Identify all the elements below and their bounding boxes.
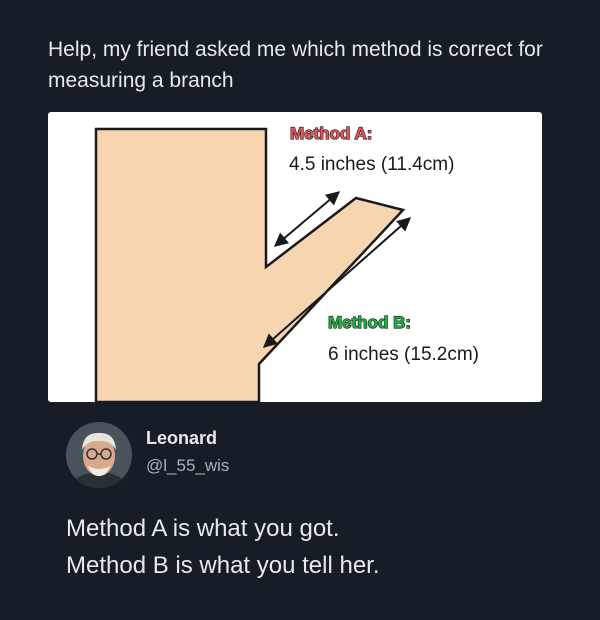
user-name[interactable]: Leonard — [146, 428, 218, 448]
reply-line: Method A is what you got. — [66, 515, 340, 542]
method-b-arrow — [262, 217, 412, 348]
branch-diagram: Method A: 4.5 inches (11.4cm) Method B: … — [94, 123, 479, 402]
tree-trunk-shape — [94, 127, 406, 402]
reply-header: Leonard @l_55_wis — [66, 420, 546, 500]
method-a-measure: 4.5 inches (11.4cm) — [289, 154, 454, 175]
post-text: Help, my friend asked me which method is… — [48, 38, 543, 92]
reply-text: Method A is what you got. Method B is wh… — [66, 510, 566, 584]
user-handle[interactable]: @l_55_wis — [146, 456, 230, 475]
method-b-measure: 6 inches (15.2cm) — [328, 344, 479, 365]
method-b-title: Method B: — [328, 313, 411, 332]
avatar[interactable] — [66, 422, 132, 488]
method-a-title: Method A: — [290, 124, 372, 143]
post-image[interactable]: Method A: 4.5 inches (11.4cm) Method B: … — [48, 112, 542, 402]
reply-line: Method B is what you tell her. — [66, 552, 380, 579]
user-portrait-icon — [66, 422, 132, 488]
